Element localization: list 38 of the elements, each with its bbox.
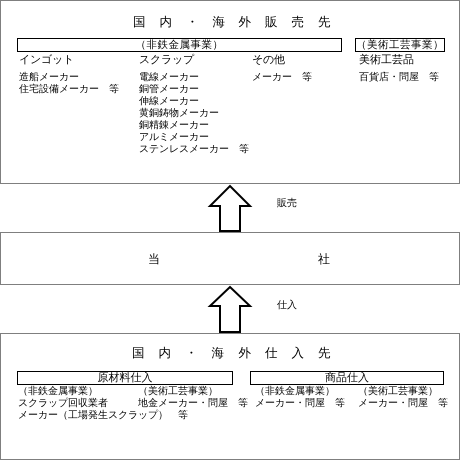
category-header: （美術工芸事業） bbox=[355, 38, 445, 52]
panel-title: 国内・海外販売先 bbox=[133, 14, 331, 28]
list-item: 黄銅鋳物メーカー bbox=[139, 108, 219, 120]
company-panel bbox=[0, 232, 460, 285]
column-heading: 美術工芸品 bbox=[359, 52, 414, 66]
list-item: アルミメーカー bbox=[139, 132, 209, 144]
list-item: メーカー 等 bbox=[252, 72, 312, 84]
column-heading: その他 bbox=[252, 52, 285, 66]
column-heading: インゴット bbox=[19, 52, 74, 66]
list-item: 電線メーカー bbox=[139, 72, 199, 84]
list-item: 銅精錬メーカー bbox=[139, 120, 209, 132]
category-label: （美術工芸事業） bbox=[138, 386, 218, 398]
suppliers-panel bbox=[0, 333, 460, 460]
category-label: （非鉄金属事業） bbox=[18, 386, 98, 398]
category-header: （非鉄金属事業） bbox=[17, 38, 342, 52]
list-item: メーカー（工場発生スクラップ） 等 bbox=[18, 410, 188, 422]
company-label: 当社 bbox=[148, 252, 330, 266]
category-label: （非鉄金属事業） bbox=[255, 386, 335, 398]
list-item: 伸線メーカー bbox=[139, 96, 199, 108]
edge-label: 販売 bbox=[277, 196, 297, 210]
column-heading: スクラップ bbox=[139, 52, 194, 66]
list-item: 地金メーカー・問屋 等 bbox=[138, 398, 248, 410]
block-arrow bbox=[208, 286, 252, 333]
list-item: 住宅設備メーカー 等 bbox=[19, 84, 119, 96]
list-item: メーカー・問屋 等 bbox=[255, 398, 345, 410]
edge-label: 仕入 bbox=[277, 298, 297, 312]
list-item: 造船メーカー bbox=[19, 72, 79, 84]
category-label: （美術工芸事業） bbox=[358, 386, 438, 398]
category-header: 原材料仕入 bbox=[17, 371, 233, 385]
block-arrow bbox=[208, 184, 252, 232]
list-item: 銅管メーカー bbox=[139, 84, 199, 96]
customers-panel bbox=[0, 0, 460, 184]
list-item: メーカー・問屋 等 bbox=[358, 398, 448, 410]
panel-title: 国内・海外仕入先 bbox=[132, 344, 331, 360]
list-item: スクラップ回収業者 bbox=[18, 398, 108, 410]
list-item: 百貨店・問屋 等 bbox=[359, 72, 439, 84]
list-item: ステンレスメーカー 等 bbox=[139, 144, 249, 156]
category-header: 商品仕入 bbox=[250, 371, 444, 385]
